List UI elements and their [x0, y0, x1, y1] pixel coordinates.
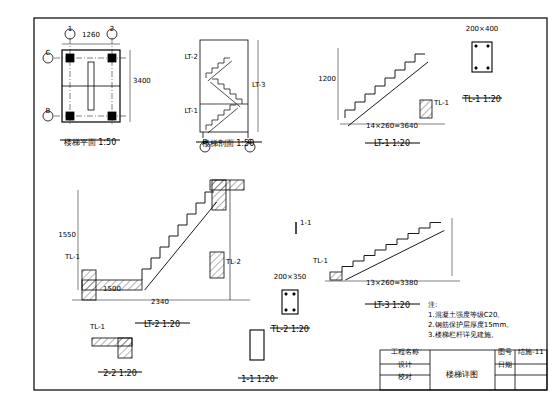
title-block-cell: 日期 [498, 362, 512, 370]
dimension-label: TL-1 [434, 100, 449, 108]
dimension-label: LT-1 [184, 108, 198, 116]
small-sections [92, 290, 310, 378]
grid-label: C [248, 139, 253, 147]
view-title: 楼梯剖面 1:50 [202, 140, 255, 149]
view-title: LT-3 1:20 [374, 302, 410, 311]
dimension-label: 1500 [103, 286, 121, 294]
note-text: 注: [428, 302, 437, 310]
view-title: 楼梯平面 1:50 [64, 139, 117, 148]
dimension-label: TL-1 [65, 254, 80, 262]
dimension-label: 2340 [151, 299, 169, 307]
lt2-elevation [72, 180, 250, 323]
sheet-frame [34, 18, 547, 390]
title-block-cell: 结施-11 [518, 349, 543, 357]
dimension-label: 200×350 [274, 274, 307, 282]
title-block-cell: 图号 [498, 349, 512, 357]
title-block-cell: 楼梯详图 [446, 371, 478, 380]
lt3-elevation [296, 218, 460, 304]
dimension-label: TL-1 [313, 258, 328, 266]
note-text: 3.楼梯栏杆详见建施。 [428, 332, 498, 340]
dimension-label: LT-3 [252, 82, 266, 90]
grid-label: B [203, 139, 208, 147]
dimension-label: 1260 [82, 32, 100, 40]
dimension-label: 200×400 [466, 26, 499, 34]
dimension-label: 1-1 [300, 220, 311, 228]
dimension-label: 14×260=3640 [366, 123, 418, 131]
title-block-cell: 校对 [398, 374, 412, 382]
dimension-label: 1550 [58, 232, 76, 240]
dimension-label: 3400 [133, 78, 151, 86]
dimension-label: 1200 [318, 76, 336, 84]
view-title: 1-1 1:20 [241, 376, 275, 385]
view-title: TL-2 1:20 [271, 326, 309, 335]
view-title: LT-1 1:20 [374, 140, 410, 149]
title-block [380, 350, 547, 390]
dimension-label: TL-1 [90, 324, 105, 332]
lt1-elevation [338, 48, 445, 143]
dimension-label: TL-2 [226, 259, 241, 267]
stair-section [196, 40, 262, 152]
grid-label: C [46, 50, 51, 58]
tl1-section [462, 42, 502, 98]
title-block-cell: 设计 [398, 362, 412, 370]
stair-plan [43, 29, 130, 140]
grid-label: 2 [110, 26, 114, 34]
dimension-label: 13×260=3380 [366, 280, 418, 288]
view-title: TL-1 1:20 [463, 96, 501, 105]
grid-label: 1 [68, 26, 72, 34]
view-title: 2-2 1:20 [103, 370, 137, 379]
grid-label: B [46, 108, 51, 116]
note-text: 1.混凝土强度等级C20。 [428, 312, 504, 320]
dimension-label: LT-2 [184, 54, 198, 62]
view-title: LT-2 1:20 [144, 321, 180, 330]
title-block-cell: 工程名称 [391, 349, 419, 357]
note-text: 2.钢筋保护层厚度15mm。 [428, 322, 513, 330]
